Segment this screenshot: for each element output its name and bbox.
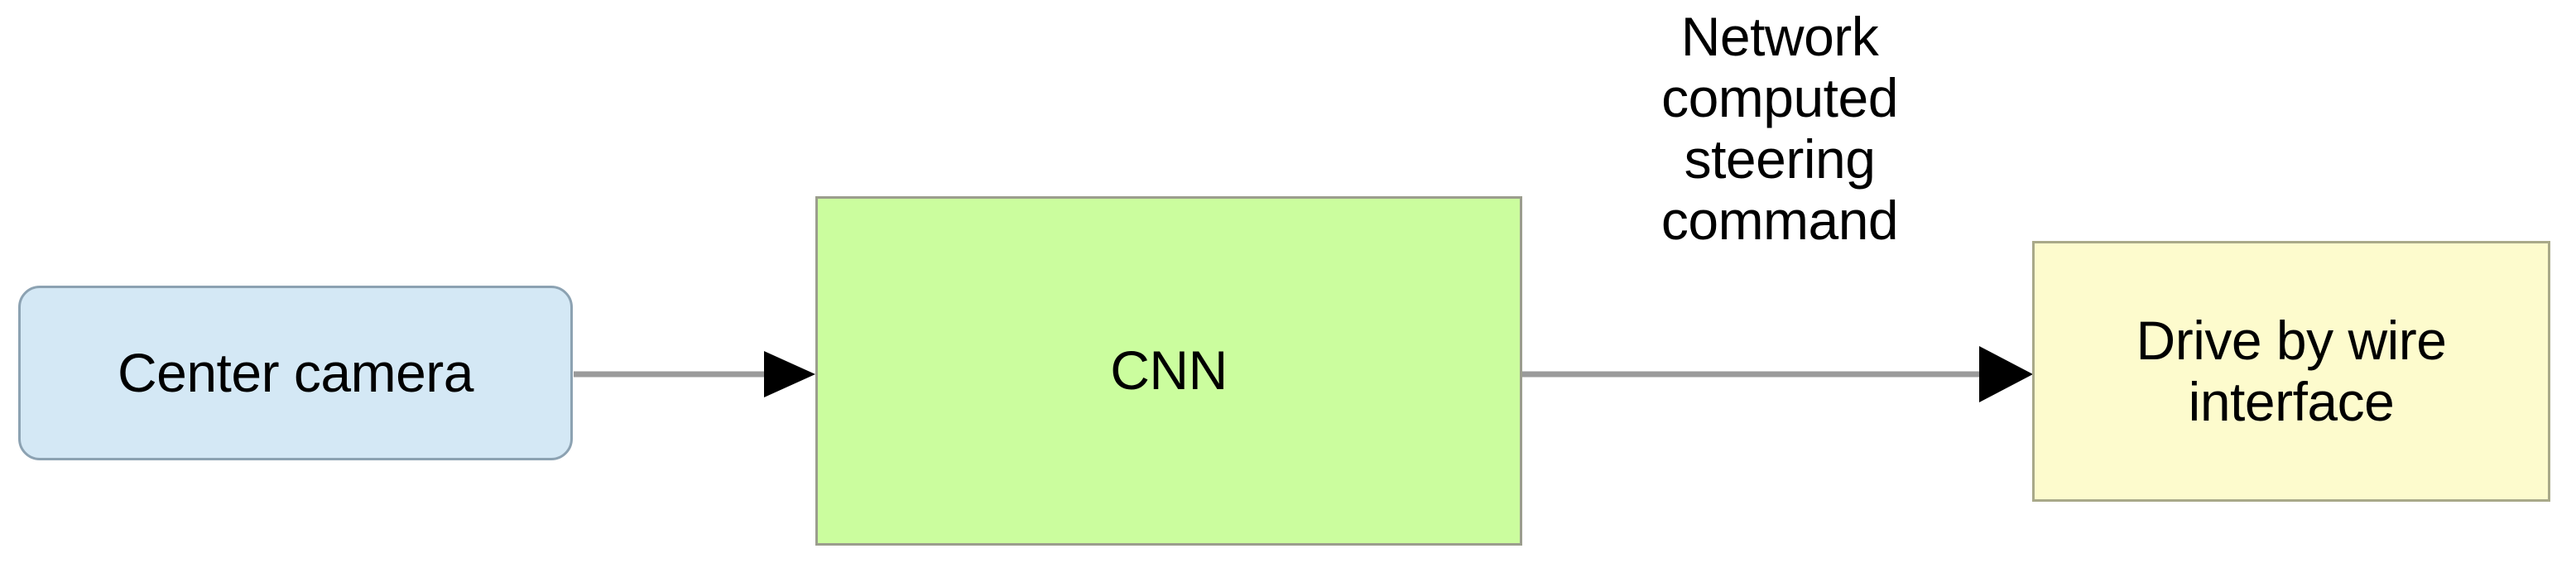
node-drive-by-wire-label: Drive by wire interface [2136, 309, 2447, 432]
node-center-camera[interactable]: Center camera [18, 286, 573, 460]
node-center-camera-label: Center camera [117, 341, 474, 403]
node-drive-by-wire[interactable]: Drive by wire interface [2032, 241, 2550, 502]
edge-label-network-computed-steering-command: Network computed steering command [1660, 6, 1899, 251]
node-cnn[interactable]: CNN [815, 196, 1522, 546]
edge-cnn-to-drive-by-wire-arrowhead [1979, 346, 2033, 402]
edge-camera-to-cnn-arrowhead [764, 351, 815, 397]
edge-cnn-to-drive-by-wire [1521, 346, 2033, 402]
node-cnn-label: CNN [1110, 339, 1228, 402]
edge-camera-to-cnn [574, 351, 815, 397]
